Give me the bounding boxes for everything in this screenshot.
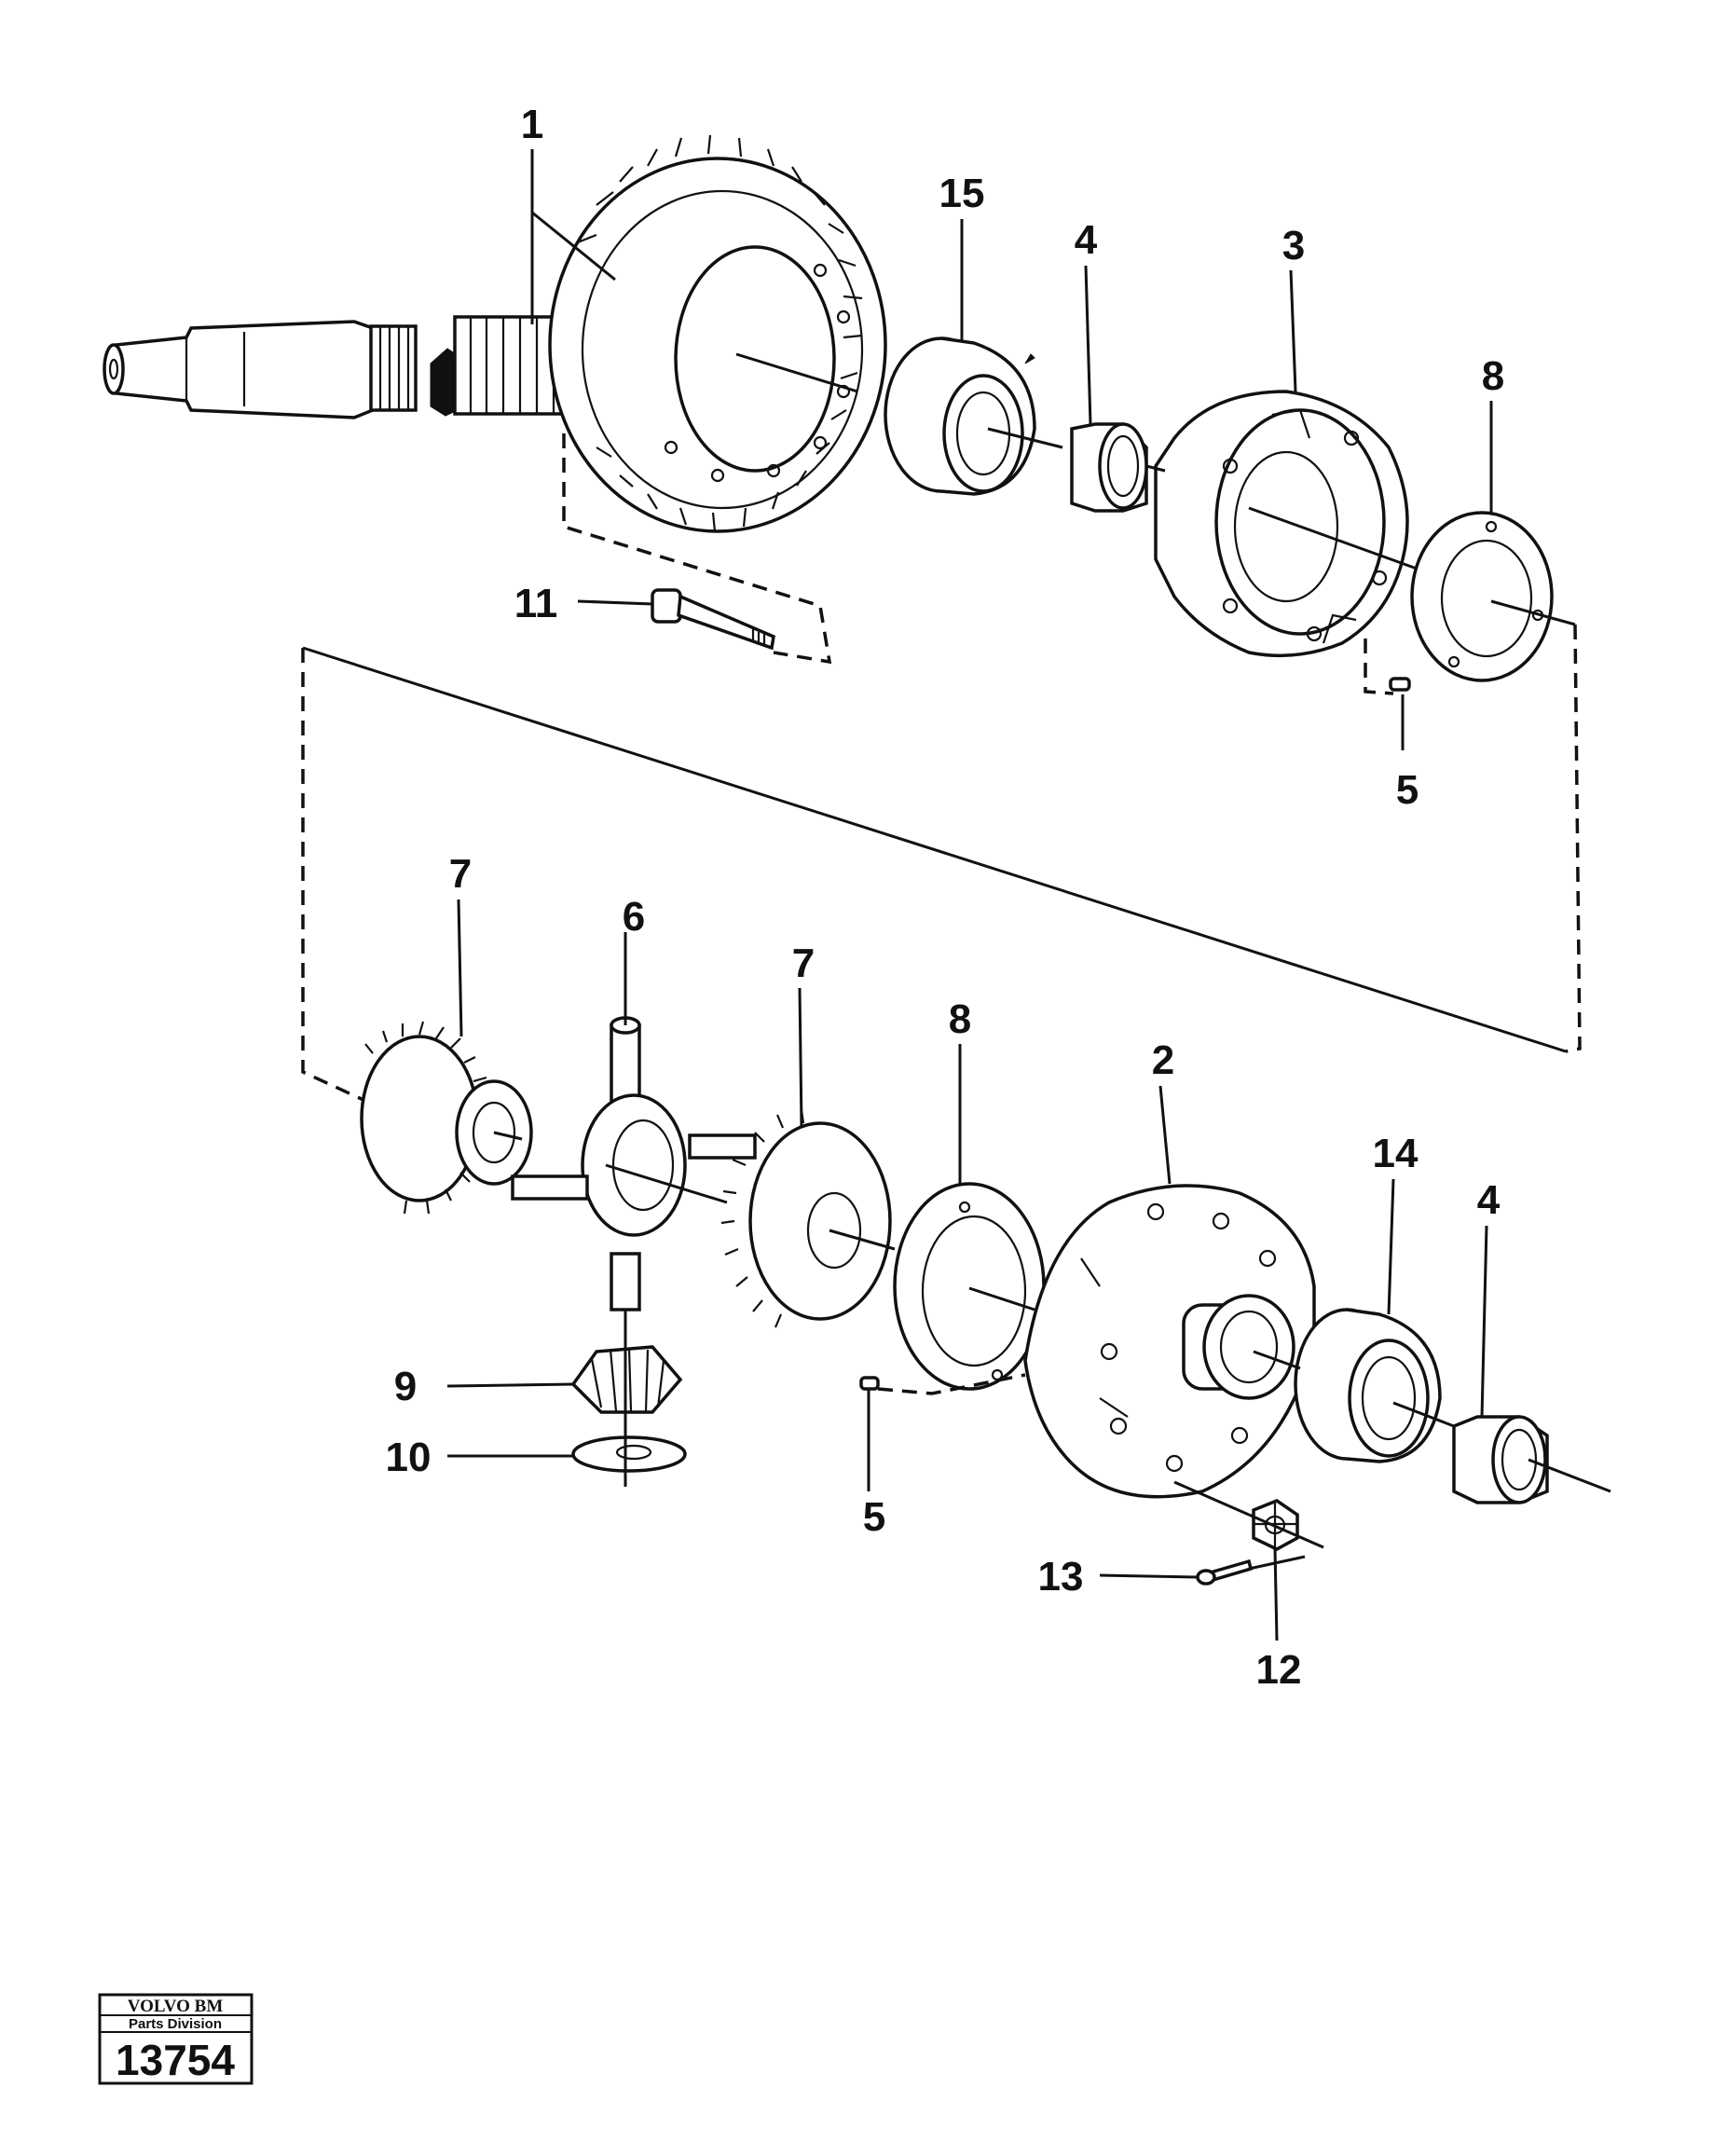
callout-5-lower: 5 bbox=[863, 1494, 885, 1540]
sleeve-4-lower bbox=[1452, 1415, 1549, 1504]
crown-wheel bbox=[548, 134, 887, 533]
badge-brand: VOLVO BM bbox=[128, 1997, 224, 2016]
leader-lines bbox=[446, 149, 1493, 1641]
badge-division: Parts Division bbox=[129, 2016, 222, 2032]
callout-13: 13 bbox=[1038, 1554, 1084, 1600]
bolt-11 bbox=[651, 588, 775, 651]
callout-9: 9 bbox=[394, 1364, 417, 1409]
callout-2: 2 bbox=[1152, 1037, 1174, 1083]
callout-11: 11 bbox=[514, 581, 558, 626]
callout-14: 14 bbox=[1373, 1131, 1419, 1176]
callout-5-upper: 5 bbox=[1396, 767, 1419, 813]
spider-cross-6 bbox=[511, 1016, 757, 1311]
callout-4-lower: 4 bbox=[1477, 1177, 1501, 1223]
side-gear-7-left bbox=[360, 1021, 533, 1215]
differential-housing-2 bbox=[1023, 1184, 1316, 1499]
diagonal-connection-line bbox=[302, 646, 1567, 1053]
callout-12: 12 bbox=[1256, 1647, 1302, 1693]
parts-division-badge: VOLVO BM Parts Division 13754 bbox=[98, 1993, 254, 2085]
differential-housing-3 bbox=[1154, 390, 1409, 658]
callout-numbers: 1 15 4 3 8 11 5 7 6 7 8 2 14 4 9 10 5 13… bbox=[386, 102, 1505, 1693]
callout-8-lower: 8 bbox=[949, 996, 971, 1042]
badge-number: 13754 bbox=[116, 2036, 235, 2084]
bearing-15 bbox=[884, 336, 1036, 496]
callout-3: 3 bbox=[1282, 223, 1305, 268]
callout-8-upper: 8 bbox=[1482, 353, 1504, 399]
pin-5-upper bbox=[1389, 677, 1411, 692]
callout-4-upper: 4 bbox=[1075, 217, 1098, 263]
callout-7-right: 7 bbox=[792, 941, 815, 986]
callout-7-left: 7 bbox=[449, 851, 472, 897]
cotter-pin-13 bbox=[1196, 1559, 1254, 1586]
callout-15: 15 bbox=[939, 171, 985, 216]
thrust-washer-8-lower bbox=[893, 1182, 1046, 1391]
thrust-washer-8-upper bbox=[1410, 511, 1554, 682]
callout-1: 1 bbox=[521, 102, 543, 147]
bearing-14 bbox=[1294, 1308, 1442, 1463]
washer-10 bbox=[571, 1435, 687, 1473]
callout-6: 6 bbox=[623, 894, 645, 940]
side-gear-7-right bbox=[720, 1109, 892, 1328]
sleeve-4-upper bbox=[1070, 422, 1148, 513]
dashed-assembly-lines bbox=[301, 433, 1582, 1395]
pin-5-lower bbox=[859, 1376, 880, 1391]
axis-lines bbox=[493, 352, 1611, 1571]
callout-10: 10 bbox=[386, 1435, 432, 1480]
